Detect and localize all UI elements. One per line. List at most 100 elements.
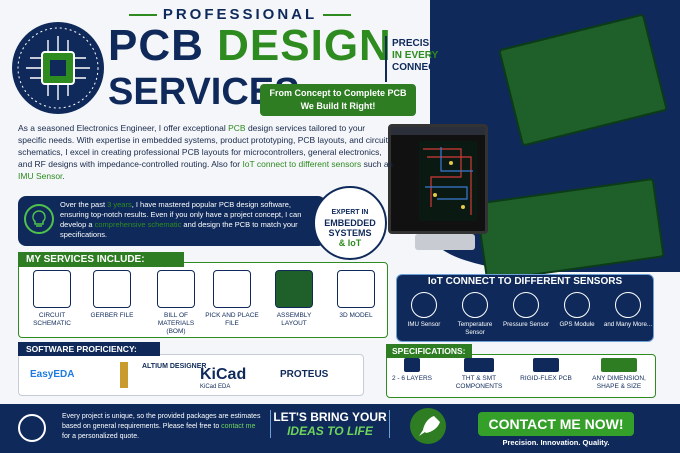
badge-line: SYSTEMS [328, 228, 372, 238]
sensor-gps: GPS Module [551, 292, 603, 329]
title-pcb: PCB [108, 21, 204, 70]
service-3d-model: 3D MODEL [328, 270, 384, 320]
monitor-image [388, 124, 488, 234]
tagline-line: From Concept to Complete PCB [269, 88, 407, 98]
experience-box: Over the past 3 years, I have mastered p… [18, 196, 326, 246]
intro-paragraph: As a seasoned Electronics Engineer, I of… [18, 122, 393, 182]
exp-text: Over the past [60, 200, 108, 209]
layers-icon [404, 358, 420, 372]
service-bom: BILL OF MATERIALS (BOM) [148, 270, 204, 336]
tagline-banner: From Concept to Complete PCB We Build It… [260, 84, 416, 116]
footer-note: Every project is unique, so the provided… [62, 412, 262, 442]
lightbulb-icon [24, 204, 54, 234]
cube-icon [337, 270, 375, 308]
sensor-label: and Many More... [603, 321, 653, 328]
service-circuit-schematic: CIRCUIT SCHEMATIC [24, 270, 80, 328]
page-title-line1: PCB DESIGN [108, 24, 392, 68]
note-text: Every project is unique, so the provided… [62, 413, 261, 430]
more-dots-icon [615, 292, 641, 318]
exp-highlight: 3 years [107, 200, 132, 209]
service-label: BILL OF MATERIALS (BOM) [157, 312, 195, 335]
sensor-temperature: Temperature Sensor [449, 292, 501, 336]
slogan-line: IN EVERY [392, 50, 439, 61]
precision-slogan: PRECISION IN EVERY CONNECTION [392, 38, 459, 74]
software-easyeda: EasyEDA [30, 369, 75, 380]
service-label: ASSEMBLY LAYOUT [276, 312, 312, 327]
service-label: 3D MODEL [339, 312, 373, 319]
chip-icon [213, 270, 251, 308]
spec-label: 2 - 6 LAYERS [392, 375, 432, 382]
header-divider [385, 36, 387, 82]
intro-text: such as [361, 159, 393, 169]
dimension-icon [601, 358, 637, 372]
gauge-icon [513, 292, 539, 318]
slogan-line: CONNECTION [392, 62, 460, 73]
spec-label: RIGID-FLEX PCB [520, 375, 572, 382]
services-panel [18, 262, 388, 338]
chip-logo-icon [12, 22, 104, 114]
board-icon [275, 270, 313, 308]
software-altium: ALTIUM DESIGNER [120, 362, 206, 388]
spec-rigid-flex: RIGID-FLEX PCB [520, 358, 572, 383]
intro-text: design services tailored to your specifi… [18, 123, 388, 169]
badge-line: EXPERT IN [331, 209, 369, 216]
sensor-label: Pressure Sensor [502, 321, 550, 328]
service-label: PICK AND PLACE FILE [205, 312, 259, 327]
imu-icon [411, 292, 437, 318]
contact-button[interactable]: CONTACT ME NOW! [478, 412, 634, 436]
components-icon [464, 358, 494, 372]
sensor-label: IMU Sensor [407, 321, 441, 328]
software-panel [18, 354, 364, 396]
gps-pin-icon [564, 292, 590, 318]
software-heading: SOFTWARE PROFICIENCY: [18, 342, 160, 356]
spec-label: ANY DIMENSION, SHAPE & SIZE [592, 375, 646, 390]
sensor-label: GPS Module [559, 321, 595, 328]
service-pick-place: PICK AND PLACE FILE [204, 270, 260, 328]
spec-label: THT & SMT COMPONENTS [455, 375, 503, 390]
spec-layers: 2 - 6 LAYERS [392, 358, 432, 383]
specs-heading: SPECIFICATIONS: [386, 344, 472, 358]
service-label: GERBER FILE [90, 312, 134, 319]
sensor-more: and Many More... [602, 292, 654, 329]
note-text: for a personalized quote. [62, 433, 140, 440]
intro-highlight: IoT connect to different sensors [242, 159, 362, 169]
flex-pcb-icon [533, 358, 559, 372]
badge-line: & IoT [338, 238, 362, 248]
rocket-icon [410, 408, 446, 444]
software-proteus: PROTEUS [280, 369, 329, 380]
service-gerber-file: GERBER FILE [84, 270, 140, 320]
sensor-imu: IMU Sensor [398, 292, 450, 329]
exp-text: and design the PCB to match your specifi… [60, 220, 298, 239]
software-kicad: KiCad [200, 366, 247, 383]
thermometer-icon [462, 292, 488, 318]
contact-link[interactable]: contact me [221, 423, 256, 430]
cta-line: IDEAS TO LIFE [287, 424, 373, 438]
cta-line: LET'S BRING YOUR [273, 410, 387, 424]
monitor-stand [415, 234, 475, 250]
expert-badge: EXPERT IN EMBEDDED SYSTEMS & IoT [313, 186, 387, 260]
spec-components: THT & SMT COMPONENTS [444, 358, 514, 390]
service-label: CIRCUIT SCHEMATIC [33, 312, 71, 327]
gear-icon [18, 414, 46, 442]
service-assembly-layout: ASSEMBLY LAYOUT [266, 270, 322, 328]
schematic-icon [33, 270, 71, 308]
software-kicad-sub: KiCad EDA [200, 384, 231, 390]
exp-highlight: comprehensive schematic [94, 220, 182, 229]
clipboard-icon [157, 270, 195, 308]
spec-dimension: ANY DIMENSION, SHAPE & SIZE [584, 358, 654, 390]
intro-text: As a seasoned Electronics Engineer, I of… [18, 123, 229, 133]
footer-motto: Precision. Innovation. Quality. [502, 438, 610, 447]
layers-icon [93, 270, 131, 308]
slogan-line: PRECISION [392, 38, 448, 49]
sensor-pressure: Pressure Sensor [500, 292, 552, 329]
services-heading: MY SERVICES INCLUDE: [18, 252, 184, 267]
cta-slogan: LET'S BRING YOUR IDEAS TO LIFE [270, 410, 390, 438]
tagline-line: We Build It Right! [300, 101, 376, 111]
intro-text: . [62, 171, 65, 181]
exp-text: , I have mastered popular PCB design sof… [60, 200, 302, 229]
title-design: DESIGN [217, 21, 392, 70]
intro-highlight: PCB [228, 123, 246, 133]
sensor-label: Temperature Sensor [457, 321, 493, 336]
intro-highlight: IMU Sensor [18, 171, 63, 181]
iot-heading: IoT CONNECT TO DIFFERENT SENSORS [427, 276, 623, 287]
